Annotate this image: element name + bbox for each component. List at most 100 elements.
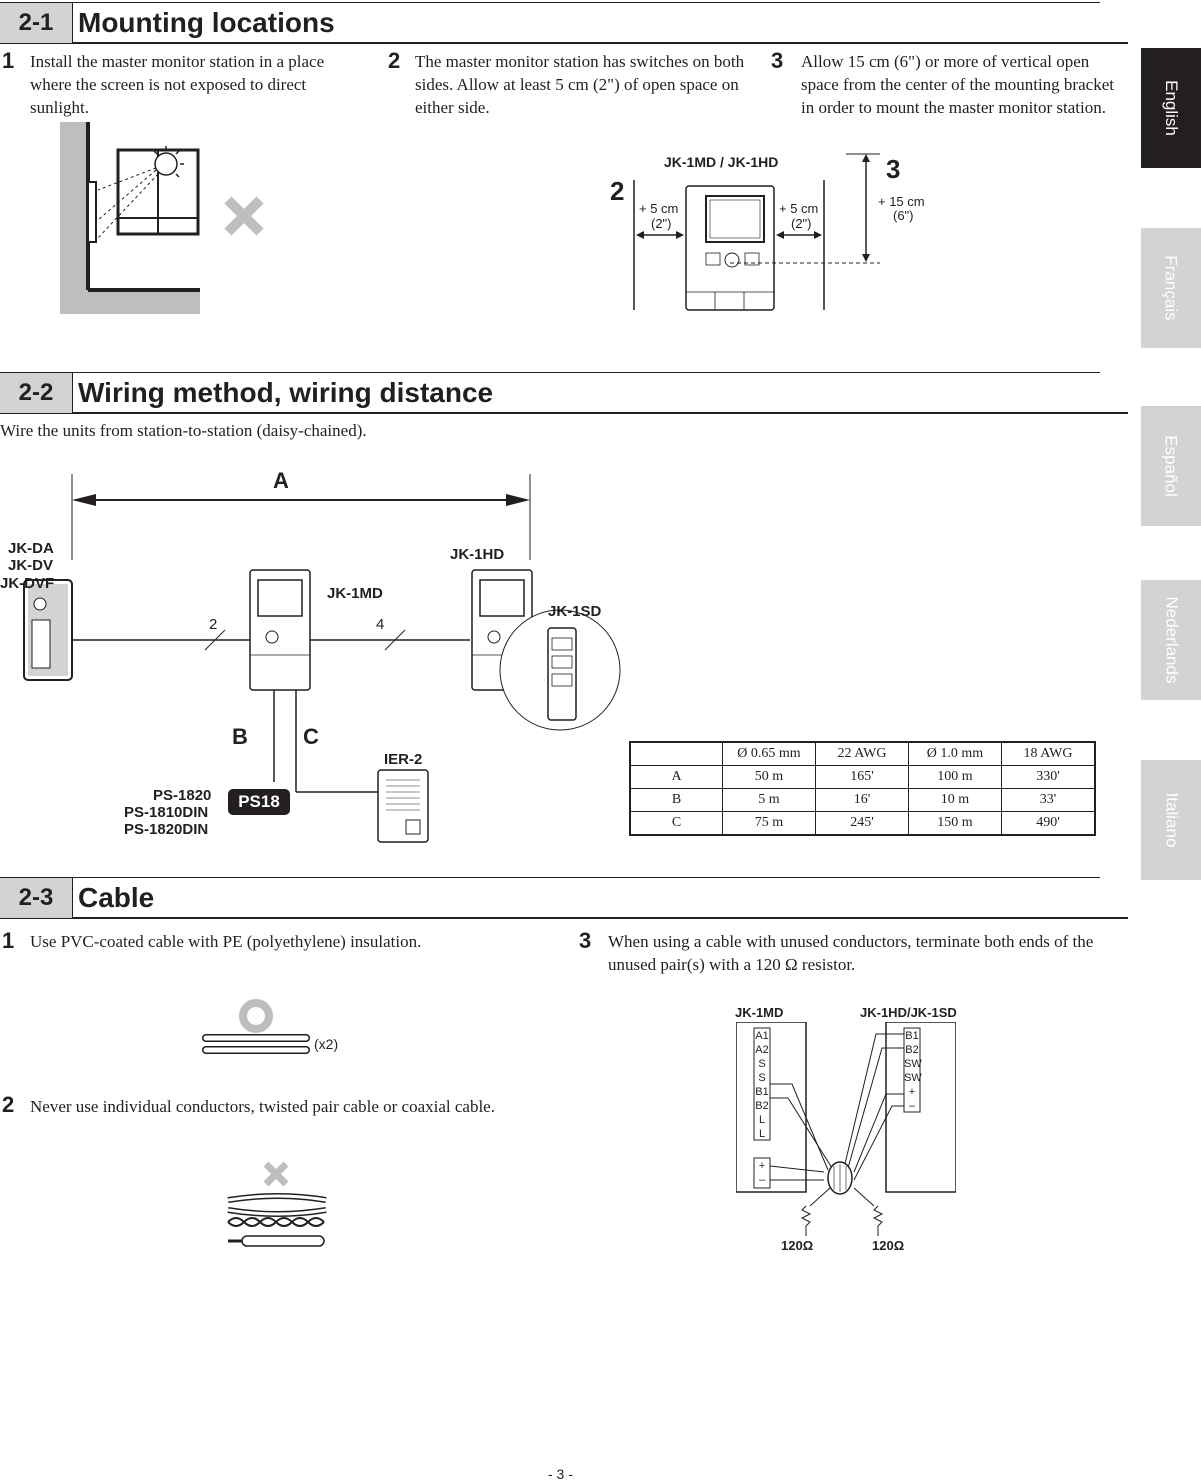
step-number: 3 — [579, 928, 592, 953]
door-model-3: JK-DVF — [0, 575, 55, 592]
terminal-label: A2 — [755, 1044, 769, 1056]
power-supply-badge: PS18 — [228, 789, 290, 815]
jk-1sd-label: JK-1SD — [548, 603, 602, 620]
step-number: 1 — [2, 928, 15, 953]
distance-a-label: A — [273, 468, 289, 493]
section-top-rule — [72, 2, 1100, 3]
tab-espanol[interactable]: Español — [1141, 406, 1201, 526]
door-model-2: JK-DV — [8, 557, 54, 574]
section-title: Mounting locations — [78, 7, 335, 38]
terminal-label: L — [758, 1128, 766, 1140]
right-clearance-label: + 5 cm — [779, 201, 819, 216]
terminal-label: + — [908, 1086, 916, 1098]
table-cell: 245' — [815, 811, 909, 836]
left-power-terminals: +– — [754, 1159, 770, 1187]
step-text: Never use individual conductors, twisted… — [30, 1097, 495, 1116]
distance-c-label: C — [303, 724, 319, 749]
vertical-clearance-label: + 15 cm — [878, 194, 925, 209]
table-cell: 490' — [1001, 811, 1096, 836]
section-header-mounting: 2-1 Mounting locations — [0, 2, 1128, 44]
right-clearance-inch: (2") — [791, 216, 812, 231]
table-cell: 10 m — [908, 788, 1002, 812]
step-number: 3 — [771, 48, 784, 73]
terminal-label: B2 — [755, 1100, 769, 1112]
figure-model-label: JK-1MD / JK-1HD — [664, 154, 779, 170]
section-title: Cable — [78, 882, 155, 913]
terminal-label: B1 — [755, 1086, 769, 1098]
wire-count-4: 4 — [376, 616, 385, 633]
wiring-diagram — [23, 474, 621, 843]
table-header-row: Ø 0.65 mm 22 AWG Ø 1.0 mm 18 AWG — [629, 741, 1096, 766]
left-clearance-inch: (2") — [651, 216, 672, 231]
power-supply-model-2: PS-1810DIN — [124, 804, 209, 821]
table-cell: Ø 1.0 mm — [908, 741, 1002, 766]
table-cell: 150 m — [908, 811, 1002, 836]
door-model-1: JK-DA — [8, 540, 54, 557]
section-header-wiring: 2-2 Wiring method, wiring distance — [0, 372, 1128, 414]
terminal-right-model: JK-1HD/JK-1SD — [860, 1005, 957, 1020]
jk-1hd-label: JK-1HD — [450, 546, 505, 563]
prohibited-cables-illustration — [227, 1161, 327, 1247]
cross-icon — [224, 196, 264, 236]
cable-quantity-label: (x2) — [314, 1036, 339, 1052]
section-top-rule — [72, 877, 1100, 878]
step-text: When using a cable with unused conductor… — [608, 932, 1094, 974]
table-cell: 33' — [1001, 788, 1096, 812]
terminal-label: – — [908, 1100, 916, 1112]
table-cell: 5 m — [722, 788, 816, 812]
step-text: Install the master monitor station in a … — [30, 52, 325, 117]
section-number: 2-2 — [0, 372, 72, 413]
table-cell: 18 AWG — [1001, 741, 1096, 766]
power-supply-model-1: PS-1820 — [153, 787, 212, 804]
tab-english[interactable]: English — [1141, 48, 1201, 168]
table-cell: Ø 0.65 mm — [722, 741, 816, 766]
pvc-cable-illustration — [202, 999, 310, 1054]
terminal-label: – — [758, 1174, 766, 1186]
section-header-cable: 2-3 Cable — [0, 877, 1128, 919]
marker-3: 3 — [886, 154, 901, 184]
terminal-label: + — [758, 1160, 766, 1172]
step-number: 2 — [2, 1092, 15, 1117]
section-divider — [72, 372, 73, 412]
clearance-diagram — [633, 153, 880, 311]
table-cell: C — [629, 811, 723, 836]
tab-francais[interactable]: Français — [1141, 228, 1201, 348]
wire-count-2: 2 — [209, 616, 218, 633]
wiring-distance-table: Ø 0.65 mm 22 AWG Ø 1.0 mm 18 AWG A 50 m … — [629, 741, 1096, 836]
table-cell: 50 m — [722, 765, 816, 789]
resistor-label-1: 120Ω — [781, 1238, 814, 1253]
section-divider — [72, 877, 73, 917]
step-number: 2 — [388, 48, 401, 73]
terminal-label: SW — [904, 1058, 922, 1070]
terminal-label: SW — [904, 1072, 922, 1084]
power-supply-model-3: PS-1820DIN — [124, 821, 209, 838]
terminal-label: S — [758, 1072, 766, 1084]
left-clearance-label: + 5 cm — [639, 201, 679, 216]
section-divider — [72, 2, 73, 42]
table-row: C 75 m 245' 150 m 490' — [629, 811, 1096, 836]
step-text: The master monitor station has switches … — [415, 52, 745, 117]
vertical-clearance-inch: (6") — [893, 208, 914, 223]
table-row: A 50 m 165' 100 m 330' — [629, 765, 1096, 789]
table-cell: B — [629, 788, 723, 812]
table-cell: A — [629, 765, 723, 789]
terminal-label: B2 — [905, 1044, 919, 1056]
tab-nederlands[interactable]: Nederlands — [1141, 580, 1201, 700]
terminal-label: S — [758, 1058, 766, 1070]
terminal-left-model: JK-1MD — [735, 1005, 784, 1020]
step-number: 1 — [2, 48, 15, 73]
step-text: Allow 15 cm (6") or more of vertical ope… — [801, 52, 1114, 117]
tab-italiano[interactable]: Italiano — [1141, 760, 1201, 880]
table-cell: 330' — [1001, 765, 1096, 789]
vertical-dimension-arrow — [862, 154, 870, 262]
cross-icon — [263, 1161, 289, 1187]
table-cell: 75 m — [722, 811, 816, 836]
distance-b-label: B — [232, 724, 248, 749]
resistor-label-2: 120Ω — [872, 1238, 905, 1253]
section-title: Wiring method, wiring distance — [78, 377, 494, 408]
table-cell: 165' — [815, 765, 909, 789]
table-cell: 16' — [815, 788, 909, 812]
terminal-label: L — [758, 1114, 766, 1126]
